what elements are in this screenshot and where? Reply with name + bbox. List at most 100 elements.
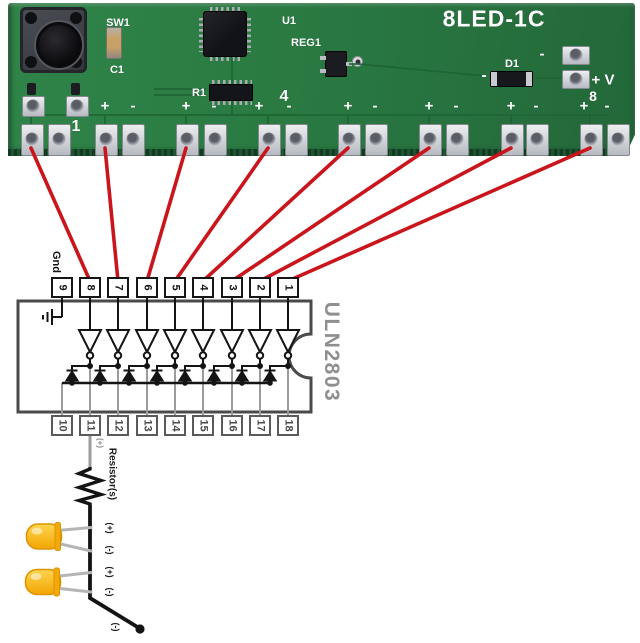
uln-pin-bottom-12: 12 — [107, 415, 129, 436]
pad-minus-label: - — [372, 97, 378, 115]
u1-pins — [199, 18, 203, 52]
led-2 — [24, 567, 93, 597]
pad-solder-blob — [505, 132, 519, 145]
wire-end-dot — [135, 624, 145, 634]
led-node-label: (+) — [105, 522, 115, 534]
solder-pad — [94, 124, 118, 156]
mcu-u1 — [199, 7, 251, 61]
uln-pin-top-6: 6 — [136, 277, 158, 298]
uln-pin-number: 4 — [197, 284, 210, 291]
uln-pin-top-8: 8 — [79, 277, 101, 298]
pad-solder-blob — [569, 72, 583, 86]
pad-minus-label: - — [211, 97, 217, 115]
solder-pad — [579, 124, 603, 156]
solder-pad — [606, 124, 630, 156]
end-minus-label: (-) — [111, 622, 121, 632]
pad-plus-label: + — [506, 97, 516, 115]
via-hole — [352, 56, 363, 67]
uln-pin-number: 16 — [226, 419, 239, 432]
uln-pin-top-9: 9 — [51, 277, 73, 298]
solder-pad — [364, 124, 388, 156]
uln-pin-number: 10 — [56, 419, 69, 432]
solder-pad — [284, 124, 308, 156]
uln-pin-bottom-10: 10 — [51, 415, 73, 436]
pad-solder-blob — [289, 132, 303, 145]
pad-minus-label: - — [286, 97, 292, 115]
led-node-label: (-) — [105, 545, 115, 555]
solder-pad — [418, 124, 442, 156]
led-node-label: (+) — [105, 566, 115, 578]
uln-pin-top-1: 1 — [277, 277, 299, 298]
pad-minus-label: - — [130, 97, 136, 115]
pcb-traces — [30, 57, 608, 124]
uln-pin-number: 2 — [254, 284, 267, 291]
u1-pins — [210, 7, 242, 11]
uln-pin-number: 18 — [282, 419, 295, 432]
solder-pad — [257, 124, 281, 156]
uln-pin-number: 3 — [226, 284, 239, 291]
label-c1: C1 — [109, 64, 125, 76]
label-group-1: 1 — [71, 118, 81, 135]
pad-solder-blob — [52, 132, 66, 145]
uln-pin-number: 9 — [56, 284, 69, 291]
pad-plus-label: + — [100, 97, 110, 115]
solder-pad — [525, 124, 549, 156]
label-group-4: 4 — [279, 88, 289, 105]
pad-solder-blob — [450, 132, 464, 145]
pad-solder-blob — [25, 132, 39, 145]
label-u1: U1 — [281, 15, 297, 27]
uln-pin-number: 8 — [84, 284, 97, 291]
uln-pin-number: 13 — [141, 419, 154, 432]
label-toppad-minus: - — [539, 45, 545, 63]
label-d1-minus: - — [481, 67, 487, 84]
pad-minus-label: - — [533, 97, 539, 115]
switch-corner-cap — [70, 12, 82, 24]
uln-pin-bottom-15: 15 — [192, 415, 214, 436]
tactile-switch — [20, 7, 87, 73]
uln-pin-number: 17 — [254, 419, 267, 432]
uln-pin-number: 1 — [282, 284, 295, 291]
power-pad — [562, 70, 590, 89]
pad-solder-blob — [262, 132, 276, 145]
uln-pin-number: 6 — [141, 284, 154, 291]
led-node-label: (-) — [105, 587, 115, 597]
solder-pad — [47, 124, 71, 156]
pad-minus-label: - — [453, 97, 459, 115]
pcb-routed-edge — [8, 149, 635, 156]
d1-terminal — [526, 72, 532, 86]
u1-pins — [247, 18, 251, 52]
pad-solder-blob — [584, 132, 598, 145]
source-plus-label: (+) — [95, 438, 105, 448]
uln-pin-number: 7 — [112, 284, 125, 291]
pad-solder-blob — [26, 99, 40, 113]
u1-pins — [210, 57, 242, 61]
uln-pin-number: 15 — [197, 419, 210, 432]
uln-pin-top-2: 2 — [249, 277, 271, 298]
switch-corner-cap — [25, 56, 37, 68]
label-r1: R1 — [191, 87, 207, 99]
switch-leg — [71, 83, 80, 95]
switch-corner-cap — [25, 12, 37, 24]
pad-solder-blob — [569, 48, 583, 62]
resistor-symbol — [72, 467, 108, 506]
switch-leg — [27, 83, 36, 95]
pad-solder-blob — [611, 132, 625, 145]
solder-pad — [203, 124, 227, 156]
pad-solder-blob — [342, 132, 356, 145]
solder-pad — [175, 124, 199, 156]
diode-d1 — [490, 71, 533, 87]
label-v-plus: + V — [591, 71, 615, 89]
pad-solder-blob — [423, 132, 437, 145]
uln-pin-bottom-11: 11 — [79, 415, 101, 436]
reg1-leg — [320, 56, 326, 60]
uln-pin-bottom-16: 16 — [221, 415, 243, 436]
output-circuit — [24, 436, 145, 634]
label-d1: D1 — [504, 58, 520, 70]
label-group-8: 8 — [589, 88, 597, 104]
pad-solder-blob — [180, 132, 194, 145]
solder-pad — [121, 124, 145, 156]
pad-plus-label: + — [343, 97, 353, 115]
pad-minus-label: - — [604, 97, 610, 115]
switch-pad — [21, 96, 45, 117]
capacitor-c1 — [106, 27, 122, 59]
